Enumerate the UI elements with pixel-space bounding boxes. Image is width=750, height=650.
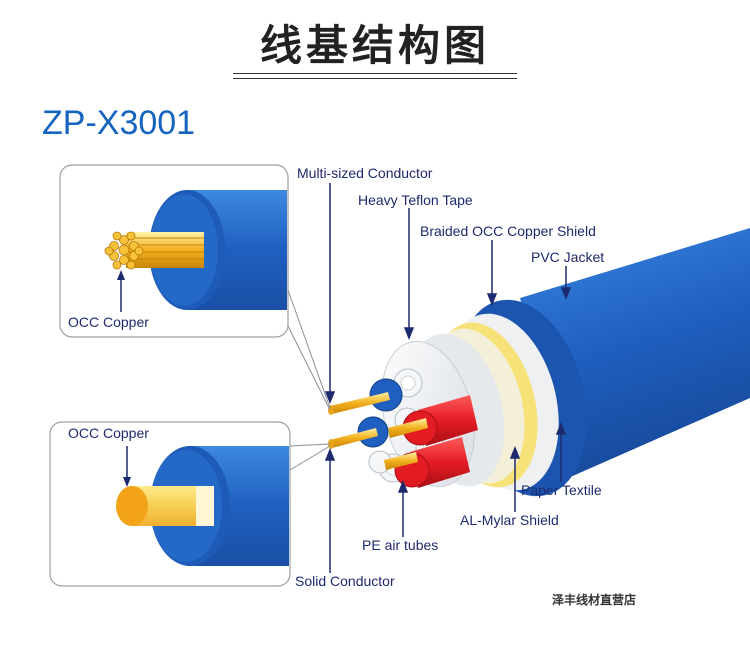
main-cable [328, 228, 750, 497]
conductor-red-upper [388, 418, 428, 438]
label-paper-textile: Paper Textile [521, 482, 602, 498]
label-al-mylar-shield: AL-Mylar Shield [460, 512, 559, 528]
inset-multi-strand [59, 164, 289, 338]
inset-solid [49, 421, 291, 587]
label-heavy-teflon-tape: Heavy Teflon Tape [358, 192, 473, 208]
title-underline-top [233, 73, 517, 74]
conductor-middle [330, 428, 378, 448]
label-occ-copper-top: OCC Copper [68, 314, 149, 330]
conductor-top [330, 392, 390, 414]
title-underline-bottom [233, 78, 517, 79]
label-occ-copper-bottom: OCC Copper [68, 425, 149, 441]
label-multi-sized-conductor: Multi-sized Conductor [297, 165, 433, 181]
model-number: ZP-X3001 [42, 104, 196, 142]
store-name: 泽丰线材直营店 [552, 593, 637, 607]
label-braided-shield: Braided OCC Copper Shield [420, 223, 596, 239]
label-solid-conductor: Solid Conductor [295, 573, 395, 589]
conductor-red-lower [384, 452, 418, 470]
inset-connector-lines [287, 289, 331, 471]
label-pvc-jacket: PVC Jacket [531, 249, 604, 265]
callout-leaders [324, 183, 572, 573]
page-title: 线基结构图 [259, 21, 490, 70]
label-pe-air-tubes: PE air tubes [362, 537, 438, 553]
